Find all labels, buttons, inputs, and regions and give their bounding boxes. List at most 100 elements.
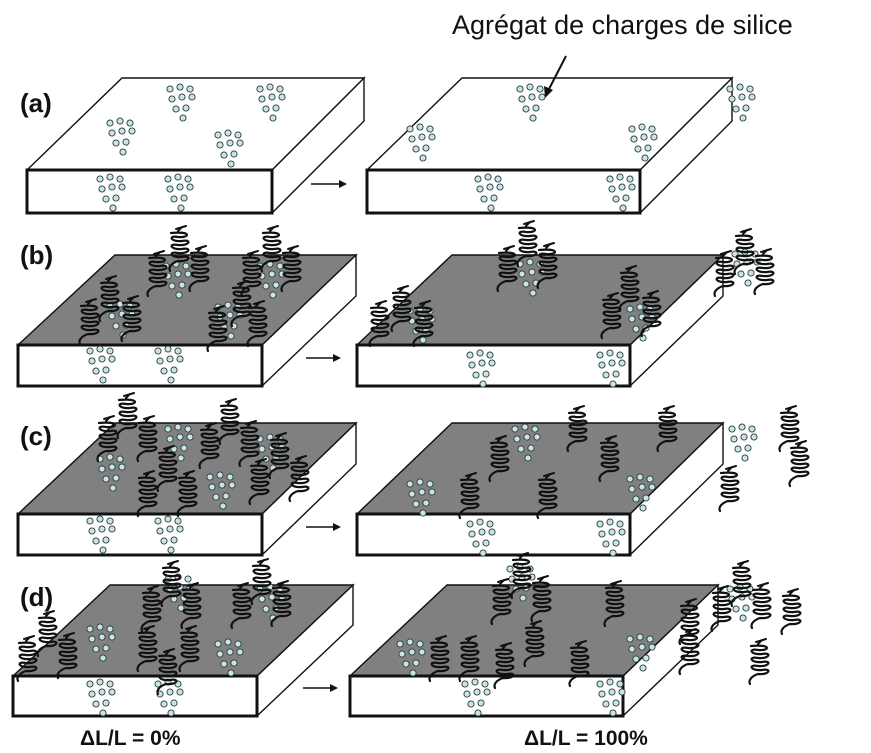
silica-particle: [626, 475, 634, 483]
silica-particle: [732, 605, 740, 613]
silica-particle: [406, 638, 414, 646]
silica-particle: [177, 204, 185, 212]
silica-particle: [618, 528, 626, 536]
silica-particle: [175, 291, 183, 299]
polymer-coil: [530, 575, 552, 623]
silica-particle: [180, 194, 188, 202]
silica-particle: [416, 640, 424, 648]
silica-particle: [622, 194, 630, 202]
polymer-coil: [146, 250, 168, 298]
polymer-coil: [618, 265, 640, 313]
silica-particle: [86, 517, 94, 525]
silica-particle: [170, 536, 178, 544]
polymer-coil: [788, 440, 810, 488]
silica-particle: [174, 517, 182, 525]
polymer-coil: [160, 560, 182, 608]
row-label-b: (b): [20, 240, 54, 270]
silica-particle: [406, 480, 414, 488]
silica-particle: [474, 175, 482, 183]
silica-particle: [116, 175, 124, 183]
polymer-coil: [412, 300, 434, 348]
silica-particle: [88, 527, 96, 535]
silica-particle: [482, 370, 490, 378]
silica-particle: [166, 355, 174, 363]
strain-label-100: ΔL/L = 100%: [524, 727, 648, 750]
silica-particle: [167, 546, 175, 554]
silica-particle: [108, 183, 116, 191]
silica-particle: [466, 351, 474, 359]
silica-particle: [748, 93, 756, 101]
strain-label-0: ΔL/L = 0%: [80, 727, 181, 750]
silica-particle: [626, 635, 634, 643]
silica-particle: [616, 173, 624, 181]
silica-particle: [106, 173, 114, 181]
silica-particle: [468, 361, 476, 369]
silica-aggregate: [166, 83, 196, 122]
silica-aggregate: [96, 453, 126, 492]
silica-aggregate: [626, 473, 656, 512]
silica-particle: [513, 435, 521, 443]
silica-particle: [418, 648, 426, 656]
polymer-coil: [120, 295, 142, 343]
silica-particle: [638, 483, 646, 491]
silica-particle: [479, 380, 487, 388]
polymer-coil: [96, 415, 118, 463]
silica-aggregate: [628, 123, 658, 162]
silica-aggregate: [256, 83, 286, 122]
silica-particle: [174, 173, 182, 181]
silica-particle: [92, 700, 100, 708]
silica-particle: [606, 349, 614, 357]
annotation-pointer: [544, 55, 567, 98]
silica-particle: [184, 575, 192, 583]
row-label-a: (a): [20, 88, 52, 118]
silica-particle: [422, 499, 430, 507]
silica-particle: [487, 204, 495, 212]
silica-particle: [477, 699, 485, 707]
silica-particle: [418, 488, 426, 496]
silica-particle: [640, 133, 648, 141]
silica-particle: [108, 688, 116, 696]
silica-aggregate: [511, 423, 541, 462]
polymer-coil: [733, 228, 755, 276]
silica-particle: [216, 471, 224, 479]
silica-particle: [226, 311, 234, 319]
silica-particle: [269, 291, 277, 299]
silica-particle: [109, 204, 117, 212]
silica-particle: [230, 150, 238, 158]
silica-particle: [419, 154, 427, 162]
silica-aggregate: [86, 623, 116, 662]
silica-particle: [738, 423, 746, 431]
silica-particle: [186, 85, 194, 93]
silica-particle: [528, 93, 536, 101]
silica-particle: [220, 660, 228, 668]
silica-aggregate: [86, 515, 116, 554]
silica-aggregate: [728, 423, 758, 462]
slab-1: [25, 76, 366, 215]
silica-particle: [216, 650, 224, 658]
silica-particle: [180, 444, 188, 452]
silica-particle: [122, 138, 130, 146]
silica-particle: [398, 650, 406, 658]
silica-particle: [269, 114, 277, 122]
silica-particle: [98, 355, 106, 363]
silica-particle: [641, 154, 649, 162]
silica-particle: [531, 425, 539, 433]
silica-aggregate: [461, 678, 491, 717]
polymer-coil: [458, 472, 480, 520]
silica-particle: [522, 105, 530, 113]
silica-aggregate: [596, 678, 626, 717]
slab-front-face: [25, 168, 274, 215]
silica-particle: [188, 93, 196, 101]
silica-particle: [742, 604, 750, 612]
silica-particle: [734, 445, 742, 453]
polymer-coil: [56, 632, 78, 680]
silica-particle: [472, 371, 480, 379]
polymer-coil: [748, 638, 770, 686]
silica-aggregate: [86, 678, 116, 717]
silica-particle: [176, 83, 184, 91]
silica-particle: [608, 688, 616, 696]
silica-particle: [602, 540, 610, 548]
silica-particle: [596, 680, 604, 688]
silica-particle: [419, 336, 427, 344]
silica-particle: [96, 678, 104, 686]
